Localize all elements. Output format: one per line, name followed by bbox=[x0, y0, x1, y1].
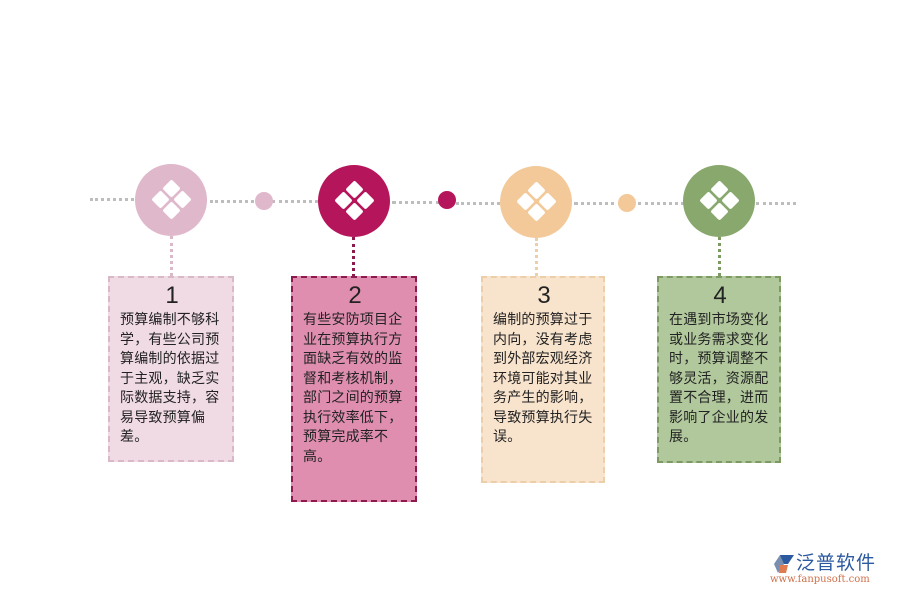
step-2-circle bbox=[318, 165, 390, 237]
step-3-text: 编制的预算过于内向，没有考虑到外部宏观经济环境可能对其业务产生的影响，导致预算执… bbox=[493, 312, 593, 445]
step-2-connector bbox=[352, 237, 355, 277]
step-2-card: 2 有些安防项目企业在预算执行方面缺乏有效的监督和考核机制，部门之间的预算执行效… bbox=[291, 276, 417, 502]
timeline-line bbox=[210, 200, 260, 203]
step-4-text: 在遇到市场变化或业务需求变化时，预算调整不够灵活，资源配置不合理，进而影响了企业… bbox=[669, 312, 769, 445]
step-1-circle bbox=[135, 164, 207, 236]
step-3-connector bbox=[535, 238, 538, 276]
step-4-number: 4 bbox=[713, 282, 727, 309]
step-4-card: 4 在遇到市场变化或业务需求变化时，预算调整不够灵活，资源配置不合理，进而影响了… bbox=[657, 276, 781, 463]
step-4-circle bbox=[683, 165, 755, 237]
logo-brand: 泛普软件 bbox=[796, 552, 877, 574]
timeline-line bbox=[638, 202, 684, 205]
step-4-connector bbox=[718, 237, 721, 276]
step-3-card: 3 编制的预算过于内向，没有考虑到外部宏观经济环境可能对其业务产生的影响，导致预… bbox=[481, 276, 605, 483]
step-2-text: 有些安防项目企业在预算执行方面缺乏有效的监督和考核机制，部门之间的预算执行效率低… bbox=[303, 312, 403, 465]
timeline-line bbox=[756, 202, 796, 205]
connector-dot-2 bbox=[438, 191, 456, 209]
connector-dot-1 bbox=[255, 192, 273, 210]
timeline-line bbox=[272, 200, 318, 203]
step-3-number: 3 bbox=[537, 282, 551, 309]
step-1-text: 预算编制不够科学，有些公司预算编制的依据过于主观，缺乏实际数据支持，容易导致预算… bbox=[120, 312, 220, 445]
step-1-number: 1 bbox=[165, 282, 179, 309]
step-1-card: 1 预算编制不够科学，有些公司预算编制的依据过于主观，缺乏实际数据支持，容易导致… bbox=[108, 276, 234, 462]
step-1-connector bbox=[170, 236, 173, 276]
timeline-line bbox=[456, 202, 500, 205]
timeline-line bbox=[90, 198, 134, 201]
logo-mark-icon bbox=[774, 555, 794, 573]
timeline-line bbox=[392, 201, 440, 204]
connector-dot-3 bbox=[618, 194, 636, 212]
logo-url: www.fanpusoft.com bbox=[770, 574, 870, 585]
fanpusoft-logo: 泛普软件 www.fanpusoft.com bbox=[770, 552, 895, 586]
timeline-line bbox=[574, 202, 622, 205]
step-3-circle bbox=[500, 166, 572, 238]
step-2-number: 2 bbox=[348, 282, 362, 309]
